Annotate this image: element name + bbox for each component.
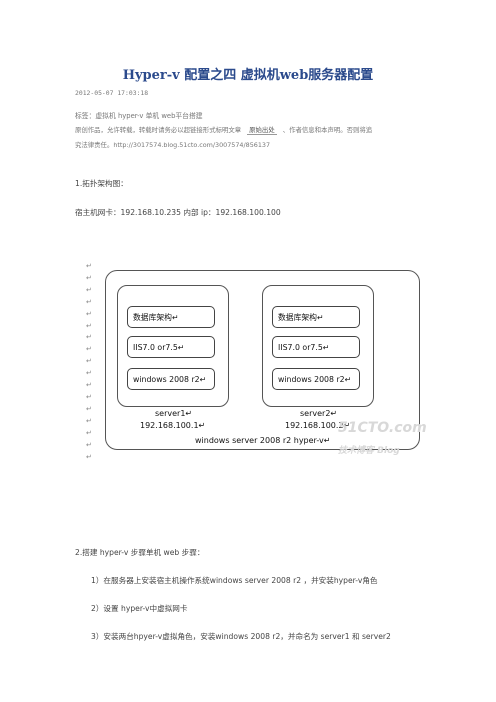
server2-os-layer: windows 2008 r2↵ — [272, 368, 360, 390]
notice-text-2: 、作者信息和本声明。否则将追 — [282, 126, 373, 134]
server2-iis-layer: IIS7.0 or7.5↵ — [272, 336, 360, 358]
server1-iis-layer: IIS7.0 or7.5↵ — [127, 336, 215, 358]
watermark-subtitle: 技术博客 Blog — [338, 446, 400, 456]
article-date: 2012-05-07 17:03:18 — [75, 89, 149, 97]
server1-os-layer: windows 2008 r2↵ — [127, 368, 215, 390]
source-link[interactable]: 原始出处 — [247, 126, 277, 135]
server1-box: 数据库架构↵ IIS7.0 or7.5↵ windows 2008 r2↵ — [117, 285, 229, 407]
server2-box: 数据库架构↵ IIS7.0 or7.5↵ windows 2008 r2↵ — [262, 285, 374, 407]
notice-text-1: 原创作品，允许转载，转载时请务必以超链接形式标明文章 — [75, 126, 242, 134]
server1-name: server1↵ — [155, 409, 193, 418]
article-tags: 标签：虚拟机 hyper-v 单机 web平台搭建 — [75, 112, 203, 120]
server2-database-layer: 数据库架构↵ — [272, 306, 360, 328]
host-os-label: windows server 2008 r2 hyper-v↵ — [195, 436, 331, 445]
watermark-logo: 51CTO.com — [338, 420, 427, 436]
section1-heading: 1.拓扑架构图： — [75, 179, 128, 188]
step-2: 2）设置 hyper-v中虚拟网卡 — [91, 604, 188, 613]
server1-ip: 192.168.100.1↵ — [140, 421, 206, 430]
article-title: Hyper-v 配置之四 虚拟机web服务器配置 — [122, 68, 374, 83]
server2-name: server2↵ — [300, 409, 338, 418]
paragraph-marks: ↵↵↵↵↵↵↵↵↵↵↵↵↵↵↵↵↵ — [86, 262, 92, 461]
step-3: 3）安装两台hpyer-v虚拟角色，安装windows 2008 r2，并命名为… — [91, 632, 391, 641]
step-1: 1）在服务器上安装宿主机操作系统windows server 2008 r2 ，… — [91, 576, 378, 585]
copyright-notice: 原创作品，允许转载，转载时请务必以超链接形式标明文章原始出处、作者信息和本声明。… — [75, 125, 372, 135]
nic-info: 宿主机网卡：192.168.10.235 内部 ip：192.168.100.1… — [75, 208, 281, 217]
server1-database-layer: 数据库架构↵ — [127, 306, 215, 328]
server2-ip: 192.168.100.2↵ — [285, 421, 351, 430]
notice-line-2: 究法律责任。http://3017574.blog.51cto.com/3007… — [75, 141, 271, 149]
section2-heading: 2.搭建 hyper-v 步骤单机 web 步骤： — [75, 548, 205, 557]
